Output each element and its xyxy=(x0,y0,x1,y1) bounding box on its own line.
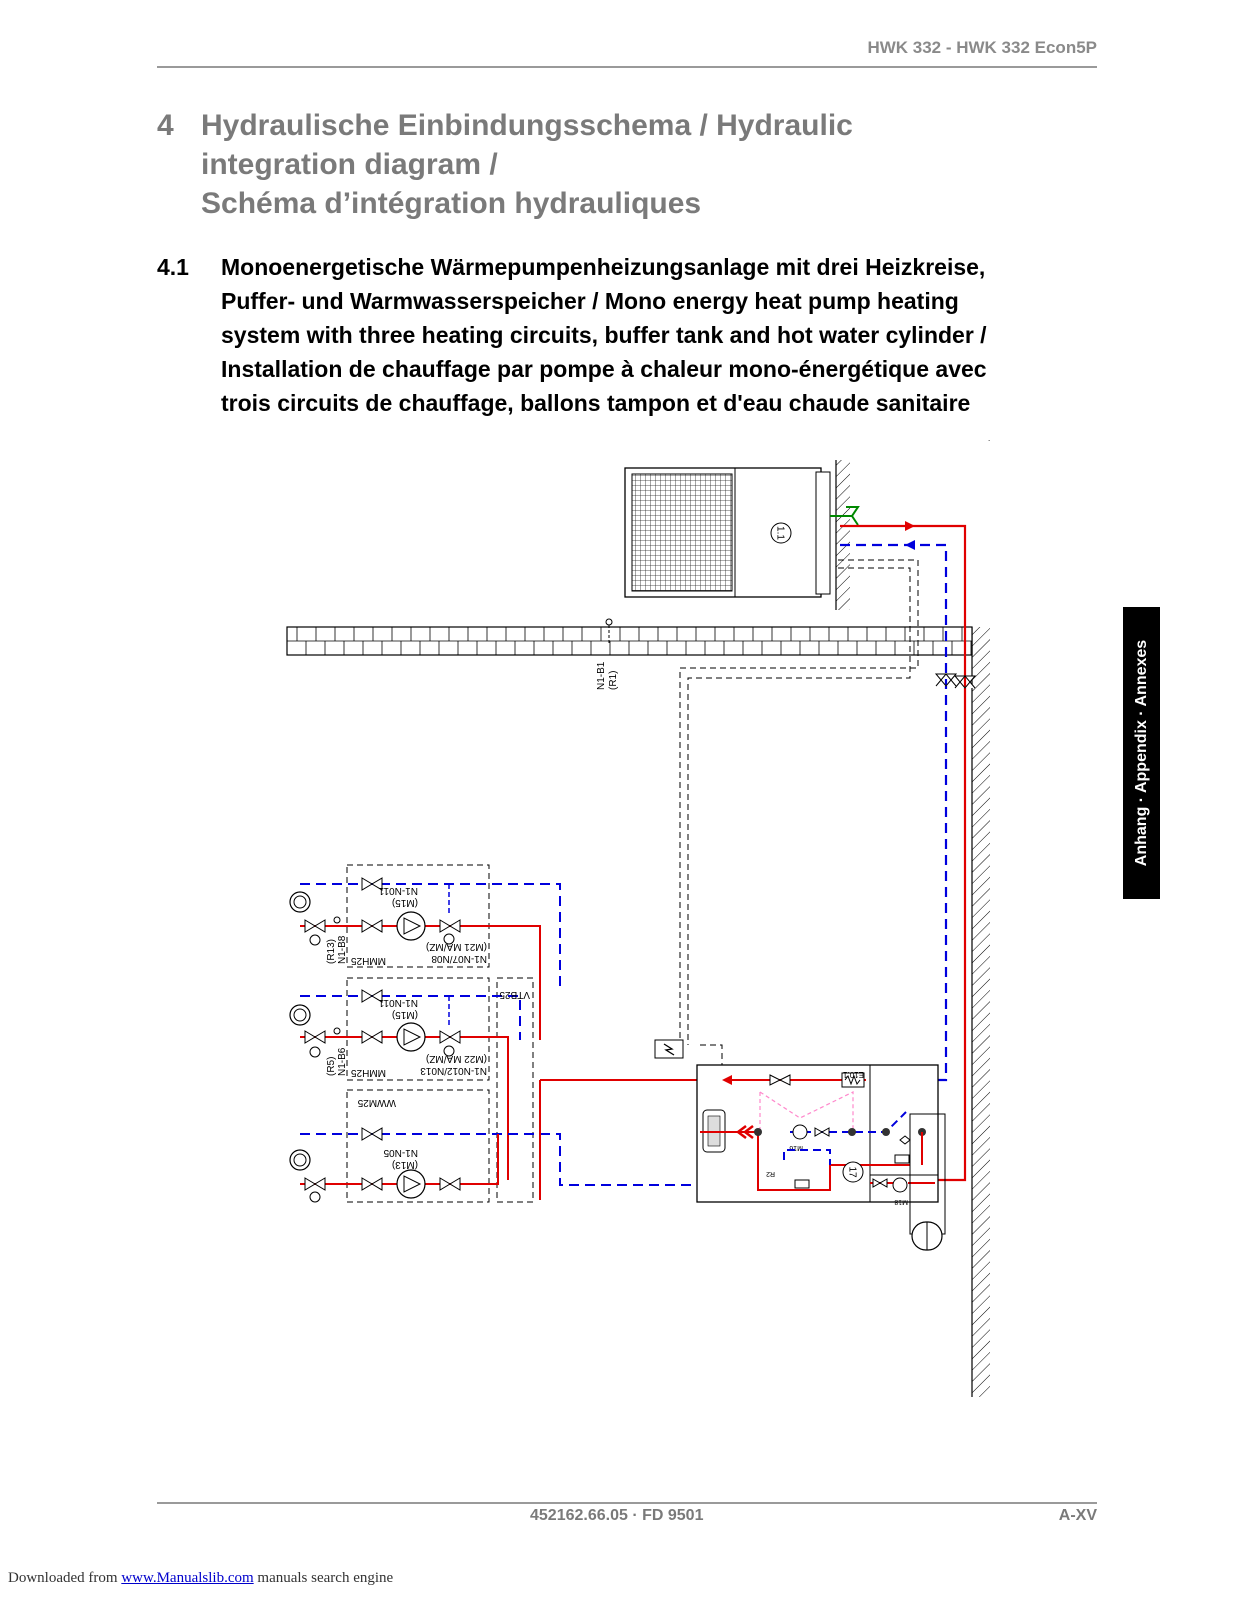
heating-circuit-3: WWM25 N1-N05 (M13) xyxy=(289,1097,700,1203)
footer-rule xyxy=(157,1502,1097,1504)
subsection-title-line-1: Monoenergetische Wärmepumpenheizungsanla… xyxy=(221,254,986,280)
isolation-valves xyxy=(934,673,977,689)
hydraulic-tower: E10.1 M16 R2 17 M18 xyxy=(696,1064,946,1235)
c1-sensor-label-1: N1-B8 xyxy=(337,935,348,964)
heating-circuit-1: N1-N011 (M15) (M21 MA/MZ) N1-N07/N08 MMH… xyxy=(289,877,561,1040)
c2-mixer-motor-label: (M22 MA/MZ) xyxy=(426,1053,487,1064)
section-title-line-3: Schéma d’intégration hydrauliques xyxy=(201,187,702,220)
section-title-line-2: integration diagram / xyxy=(201,148,498,181)
c2-module-label: MMH25 xyxy=(351,1067,386,1078)
outdoor-sensor: N1-B1 (R1) xyxy=(596,618,619,690)
manualslib-link[interactable]: www.Manualslib.com xyxy=(121,1570,254,1586)
download-prefix: Downloaded from xyxy=(8,1570,122,1586)
expansion-vessel xyxy=(911,1221,943,1251)
footer-doc-number: 452162.66.05 · FD 9501 xyxy=(530,1507,704,1524)
c3-pump-label: (M13) xyxy=(392,1159,418,1170)
heat-pump-unit: 1.1 xyxy=(624,467,831,598)
heating-circuit-2: N1-N011 (M15) (M22 MA/MZ) N1-N012/N013 M… xyxy=(289,989,530,1180)
svg-text:.: . xyxy=(988,434,990,443)
pump-m18-label: M18 xyxy=(894,1198,908,1205)
distributor-label: VTB25 xyxy=(499,989,530,1000)
c1-block-label: N1-N011 xyxy=(378,885,418,896)
c1-module-label: MMH25 xyxy=(351,955,386,966)
header-rule xyxy=(157,66,1097,68)
header-model: HWK 332 - HWK 332 Econ5P xyxy=(867,38,1097,57)
section-title-line-1: Hydraulische Einbindungsschema / Hydraul… xyxy=(201,109,853,142)
subsection-title-line-4: Installation de chauffage par pompe à ch… xyxy=(221,356,987,382)
c3-module-label: WWM25 xyxy=(357,1097,396,1108)
ground-slab xyxy=(286,626,973,656)
heat-pump-label: 1.1 xyxy=(775,526,786,540)
control-cable xyxy=(679,559,919,1065)
download-note: Downloaded from www.Manualslib.com manua… xyxy=(8,1570,393,1587)
subsection-number: 4.1 xyxy=(157,254,189,280)
pump-m16-label: M16 xyxy=(789,1144,803,1151)
wall-right xyxy=(971,627,990,1397)
c1-mixer-motor-label: (M21 MA/MZ) xyxy=(426,941,487,952)
subsection-title-line-5: trois circuits de chauffage, ballons tam… xyxy=(221,390,971,416)
heater-label: E10.1 xyxy=(843,1070,864,1079)
circuit-boxes xyxy=(346,864,534,1203)
main-flow-line xyxy=(840,521,967,1182)
outdoor-sensor-label-1: N1-B1 xyxy=(596,661,607,690)
c3-block-label: N1-N05 xyxy=(383,1147,418,1158)
tank-label: 17 xyxy=(847,1166,858,1178)
sensor-r2-label: R2 xyxy=(766,1170,775,1177)
section-number: 4 xyxy=(157,109,174,142)
power-supply-icon xyxy=(654,1039,684,1059)
subsection-title-line-2: Puffer- und Warmwasserspeicher / Mono en… xyxy=(221,288,959,314)
ground-connection-icon xyxy=(830,506,860,526)
c2-sensor-label-1: N1-B6 xyxy=(337,1047,348,1076)
c1-pump-label: (M15) xyxy=(392,897,418,908)
subsection-title-line-3: system with three heating circuits, buff… xyxy=(221,322,987,348)
c1-sensor-label-2: (R13) xyxy=(326,939,337,964)
wall-upper xyxy=(835,460,850,610)
main-return-line xyxy=(840,540,948,1082)
c2-pump-label: (M15) xyxy=(392,1009,418,1020)
footer-page-number: A-XV xyxy=(1058,1507,1097,1524)
side-tab-annexes: Anhang · Appendix · Annexes xyxy=(1123,607,1160,899)
c2-mixer-label: N1-N012/N013 xyxy=(420,1065,487,1076)
download-suffix: manuals search engine xyxy=(253,1570,394,1586)
c2-sensor-label-2: (R5) xyxy=(326,1057,337,1076)
c2-block-label: N1-N011 xyxy=(378,997,418,1008)
c1-mixer-label: N1-N07/N08 xyxy=(431,953,487,964)
outdoor-sensor-label-2: (R1) xyxy=(608,671,619,690)
